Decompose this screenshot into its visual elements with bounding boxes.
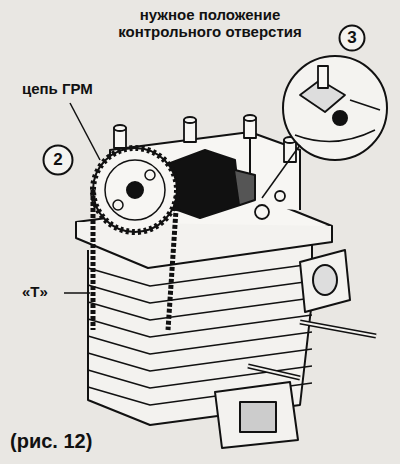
callout-circle: 2 <box>42 144 74 176</box>
note-text: нужное положение контрольного отверстия <box>100 6 320 41</box>
callout-number: 2 <box>42 144 74 176</box>
callout-circle: 3 <box>338 24 366 52</box>
part-label: цепь ГРМ <box>22 80 132 97</box>
callout-number: 3 <box>338 24 366 52</box>
mark-label: «T» <box>22 283 72 300</box>
figure-caption: (рис. 12) <box>10 430 92 453</box>
